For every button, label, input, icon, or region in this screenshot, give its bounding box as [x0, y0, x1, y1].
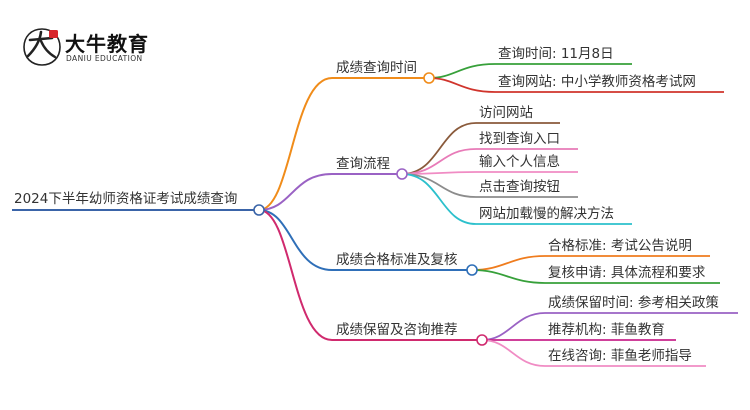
daniu-logo-icon: [23, 28, 61, 66]
branch-pass-standard-review[interactable]: 成绩合格标准及复核: [336, 252, 458, 268]
edge-b3-leaf2: [471, 269, 720, 284]
leaf-click-query[interactable]: 点击查询按钮: [479, 179, 560, 195]
leaf-visit-website[interactable]: 访问网站: [479, 105, 533, 121]
edge-b2-leaf2: [401, 148, 578, 175]
branch1-node-dot[interactable]: [423, 72, 435, 84]
leaf-enter-info[interactable]: 输入个人信息: [479, 154, 560, 170]
branch3-node-dot[interactable]: [466, 264, 478, 276]
edge-b1-leaf2: [428, 77, 724, 93]
edge-b4-leaf3: [481, 339, 706, 367]
brand-logo: 大牛教育 DANIU EDUCATION: [22, 26, 152, 70]
leaf-slow-site-solution[interactable]: 网站加载慢的解决方法: [479, 206, 614, 222]
branch2-node-dot[interactable]: [396, 168, 408, 180]
branch-score-query-time[interactable]: 成绩查询时间: [336, 60, 417, 76]
edge-b1-leaf1: [428, 63, 632, 79]
branch4-node-dot[interactable]: [476, 334, 488, 346]
leaf-pass-standard[interactable]: 合格标准: 考试公告说明: [548, 238, 692, 254]
edge-root-branch4: [258, 209, 478, 341]
edge-b3-leaf1: [471, 255, 710, 271]
edge-root-branch3: [258, 209, 468, 271]
branch-retention-consult[interactable]: 成绩保留及咨询推荐: [336, 322, 458, 338]
root-node-dot[interactable]: [253, 204, 265, 216]
leaf-online-consult[interactable]: 在线咨询: 菲鱼老师指导: [548, 348, 692, 364]
edge-b2-leaf1: [401, 122, 560, 175]
edge-b2-leaf3: [401, 171, 578, 175]
logo-title: 大牛教育: [65, 32, 149, 56]
logo-subtitle: DANIU EDUCATION: [66, 54, 143, 63]
leaf-score-retention[interactable]: 成绩保留时间: 参考相关政策: [548, 295, 719, 311]
edge-root-branch2: [258, 173, 398, 211]
edge-root-branch1: [258, 77, 425, 211]
leaf-review-application[interactable]: 复核申请: 具体流程和要求: [548, 265, 706, 281]
leaf-query-website[interactable]: 查询网站: 中小学教师资格考试网: [498, 74, 696, 90]
root-topic[interactable]: 2024下半年幼师资格证考试成绩查询: [14, 191, 238, 207]
branch-query-process[interactable]: 查询流程: [336, 156, 390, 172]
leaf-query-time[interactable]: 查询时间: 11月8日: [498, 46, 614, 62]
leaf-recommended-org[interactable]: 推荐机构: 菲鱼教育: [548, 322, 665, 338]
edge-b4-leaf1: [481, 312, 738, 341]
edge-b2-leaf5: [401, 173, 632, 225]
leaf-find-entry[interactable]: 找到查询入口: [479, 131, 560, 147]
